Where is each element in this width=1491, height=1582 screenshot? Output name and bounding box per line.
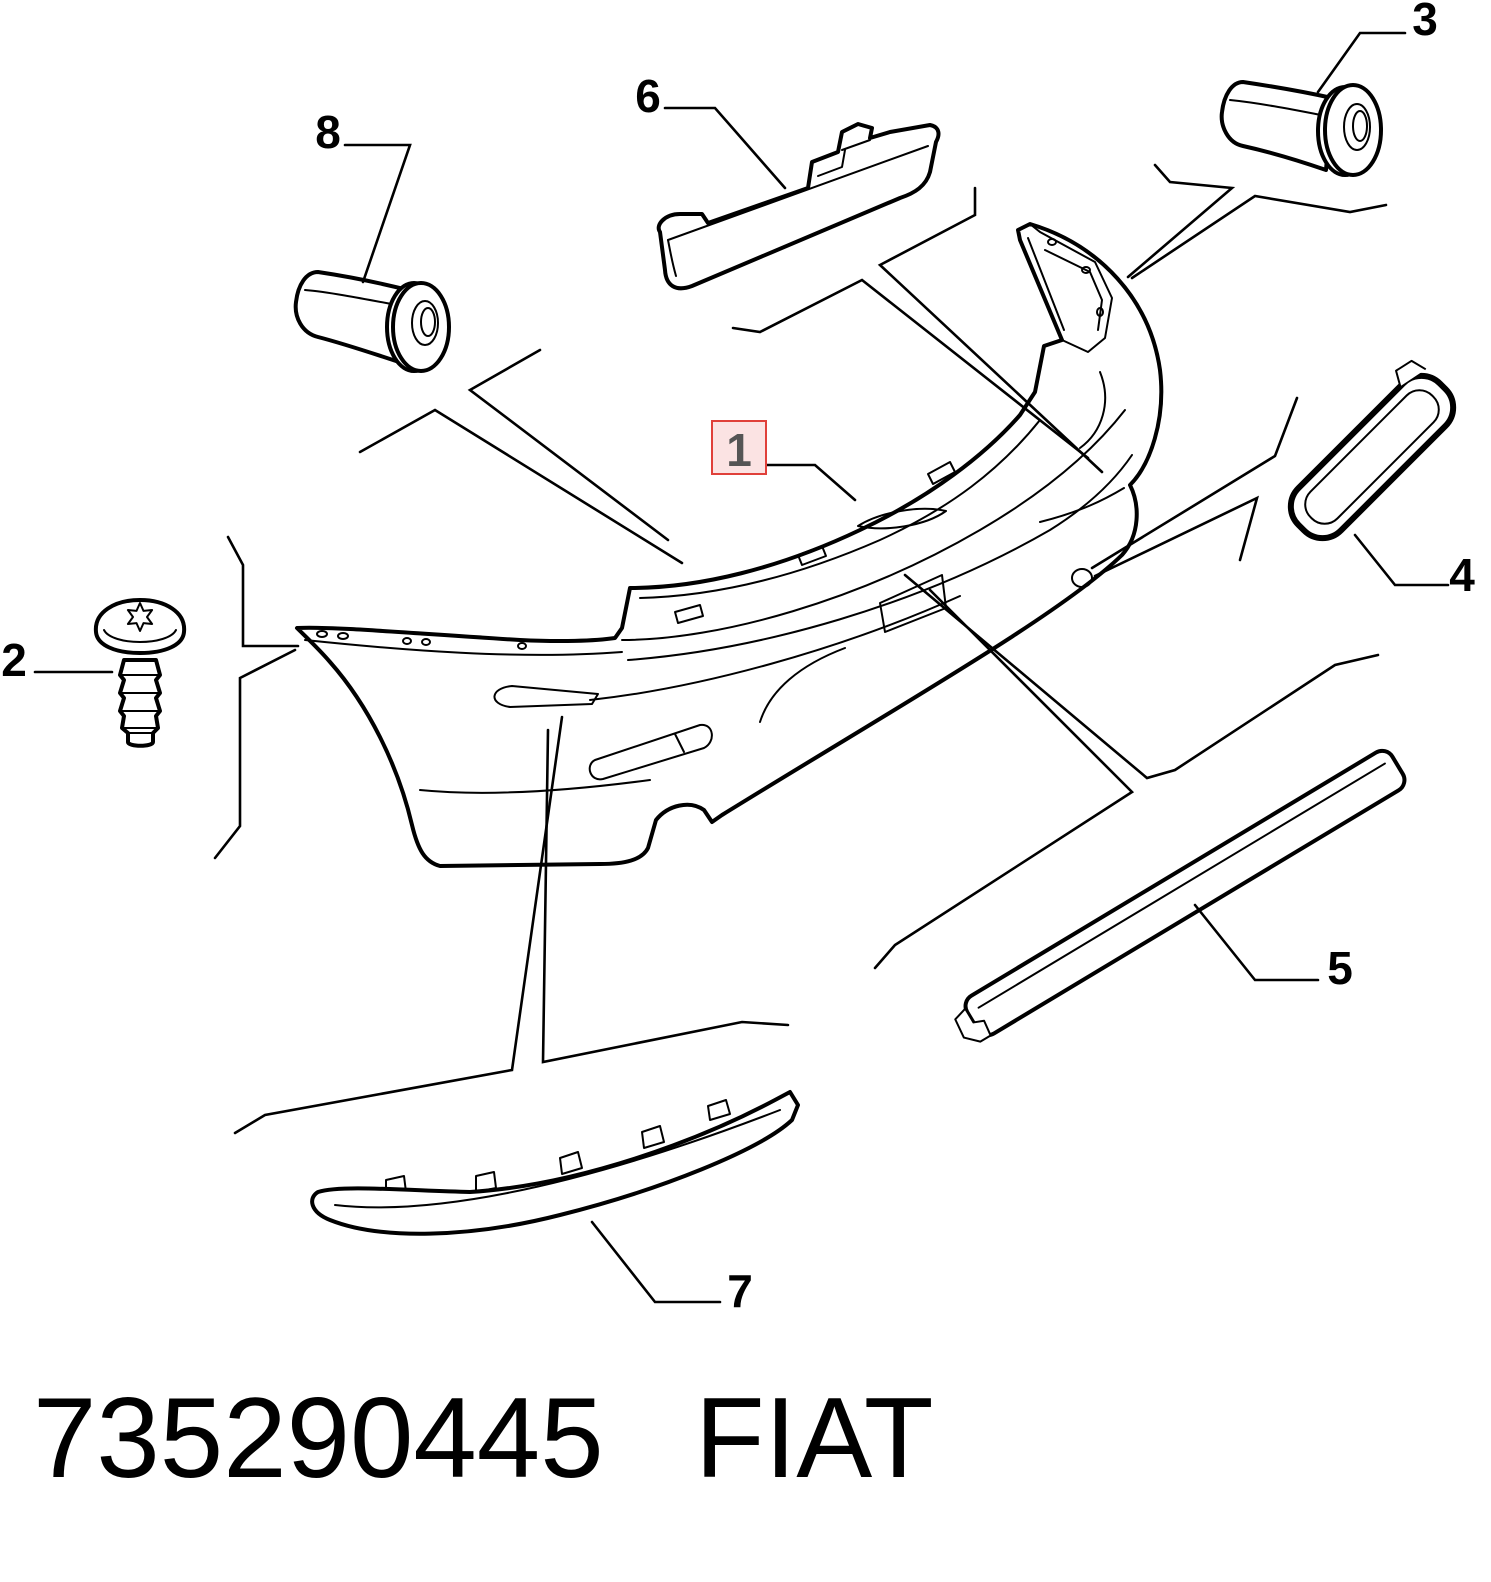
end-bracket-hole <box>1047 238 1057 246</box>
lower-panel-line <box>419 779 651 794</box>
trim-outline <box>310 1090 800 1236</box>
spacer-bore-inner <box>1352 110 1368 142</box>
assembly-line-part-5 <box>873 588 1135 970</box>
part-8-spacer <box>293 270 451 373</box>
assembly-line-part-7 <box>233 715 564 1135</box>
footer: 735290445 FIAT <box>33 1375 934 1502</box>
part-1-bumper <box>295 222 1164 868</box>
strip-profile <box>954 1007 992 1043</box>
callout-label-6: 6 <box>635 70 661 122</box>
spacer-highlight-line <box>1229 99 1327 117</box>
bumper-lower-crease <box>589 595 961 701</box>
callout-leader-4 <box>1353 533 1450 587</box>
reflector-clip <box>1395 359 1427 387</box>
callout-label-4: 4 <box>1449 549 1475 601</box>
callout-leader-1 <box>764 463 857 502</box>
trim-clip <box>707 1099 731 1121</box>
clip-slot <box>674 604 704 624</box>
callout-leader-8 <box>343 143 412 284</box>
bumper-upper-crease <box>621 409 1126 641</box>
bumper-outline <box>295 222 1164 868</box>
assembly-line-part-6 <box>731 278 1090 460</box>
callout-label-1: 1 <box>726 424 752 476</box>
callout-label-2: 2 <box>1 634 27 686</box>
part-7-trim <box>310 1090 800 1236</box>
mount-hole <box>517 642 527 650</box>
end-bracket-hole <box>1081 266 1091 274</box>
bumper-top-left-rear-edge <box>304 639 623 656</box>
top-recess <box>857 507 947 530</box>
lower-grille-edge <box>759 647 846 723</box>
reflector-frame <box>1287 372 1457 542</box>
assembly-line-part-8 <box>358 408 684 565</box>
spacer-body <box>293 270 410 365</box>
callout-label-3: 3 <box>1412 0 1438 45</box>
assembly-line-part-2 <box>213 648 297 860</box>
assembly-line-part-5 <box>903 573 1380 780</box>
assembly-line-part-4 <box>1093 495 1260 578</box>
reflector-lens <box>1304 389 1440 525</box>
callout-label-8: 8 <box>315 106 341 158</box>
torx-star-icon <box>126 602 154 632</box>
assembly-line-part-8 <box>467 348 670 542</box>
screw-shank <box>118 658 162 748</box>
callout-label-5: 5 <box>1327 942 1353 994</box>
part-6-bracket <box>656 122 941 291</box>
spacer-body <box>1219 80 1334 172</box>
clip-slot <box>797 545 827 566</box>
bracket-face-edge <box>667 145 929 241</box>
screw-head <box>93 598 187 655</box>
screw-head-rim <box>103 629 177 643</box>
assembly-line-part-2 <box>226 535 300 648</box>
mount-hole <box>421 638 431 646</box>
assembly-line-part-4 <box>1090 396 1299 570</box>
bumper-middle-crease <box>627 454 1133 661</box>
callout-highlight-box <box>711 420 767 475</box>
screw-threads <box>120 674 160 734</box>
bumper-top-inner-edge <box>639 419 1041 599</box>
callout-leader-5 <box>1193 903 1320 982</box>
end-bracket-hole <box>1096 307 1104 317</box>
bracket-tab <box>817 139 871 177</box>
mount-hole <box>337 632 349 640</box>
assembly-lines <box>213 163 1388 1135</box>
bracket-outline <box>656 122 941 291</box>
callout-leader-3 <box>1316 31 1407 94</box>
strip-edge-line <box>977 762 1386 1009</box>
right-lower-lip <box>1039 487 1125 523</box>
trim-clip <box>641 1125 665 1149</box>
clip-slot <box>927 461 956 485</box>
part-3-spacer <box>1219 80 1383 177</box>
reflector-socket <box>1071 568 1093 588</box>
callout-label-7: 7 <box>727 1265 753 1317</box>
part-4-reflector <box>1287 359 1457 542</box>
assembly-line-part-3 <box>1126 163 1236 279</box>
part-5-strip <box>954 748 1407 1043</box>
end-bracket-frame <box>1027 223 1113 353</box>
callout-leaders <box>33 31 1450 1304</box>
part-2-screw <box>93 598 187 748</box>
fog-light-slot <box>588 723 713 781</box>
trim-clip <box>559 1151 583 1175</box>
mount-hole <box>402 637 412 645</box>
side-molding-slot <box>493 685 599 708</box>
callout-labels: 1 2 3 4 5 6 7 8 <box>1 0 1475 1317</box>
bracket-face-edge <box>667 239 677 277</box>
brand-name: FIAT <box>695 1375 934 1502</box>
spacer-bore-inner <box>420 307 436 337</box>
mount-hole <box>316 630 328 638</box>
fog-light-slot-divider <box>674 733 685 753</box>
assembly-line-part-3 <box>1130 194 1388 280</box>
assembly-line-part-7 <box>541 728 790 1064</box>
callout-leader-7 <box>590 1220 722 1304</box>
callout-leader-6 <box>663 106 787 190</box>
trim-edge-line <box>334 1109 781 1209</box>
right-end-inner-line <box>1079 371 1107 449</box>
part-number: 735290445 <box>33 1375 604 1502</box>
assembly-line-part-6 <box>877 186 1104 474</box>
